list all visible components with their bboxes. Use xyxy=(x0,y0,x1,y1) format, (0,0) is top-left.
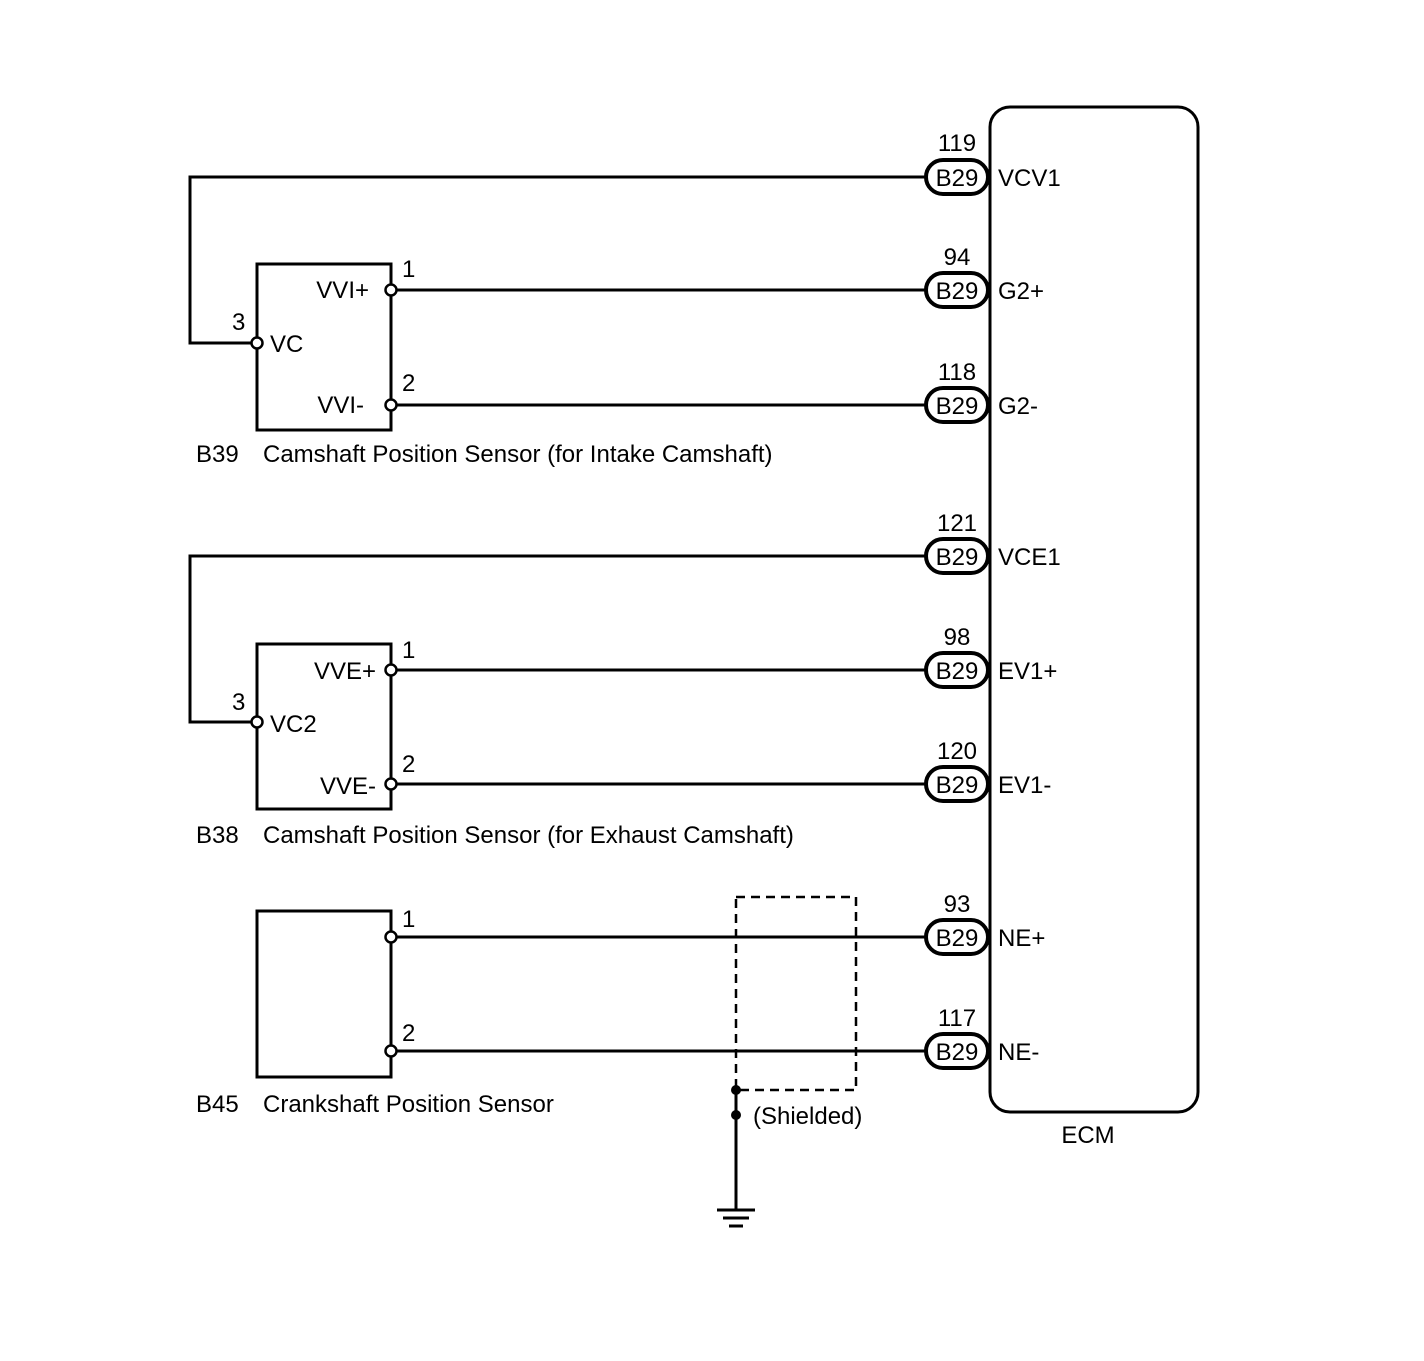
sensor-b39-code: B39 xyxy=(196,441,239,468)
connector-pill xyxy=(924,158,990,196)
sensor-b45-box xyxy=(255,909,393,1079)
shield: (Shielded) xyxy=(717,895,862,1228)
terminal-b38-1 xyxy=(384,663,398,677)
sensor-b39-pin3-label: VC xyxy=(270,331,303,358)
ecm-pin-3: 121 B29 VCE1 xyxy=(924,510,1061,575)
wire-vce1-vc2 xyxy=(188,554,927,724)
ecm-pin-2: 118 B29 G2- xyxy=(924,359,1038,424)
sensor-b45-pin1-number: 1 xyxy=(402,906,415,933)
ecm-signal-name: VCV1 xyxy=(998,165,1061,192)
ecm-signal-name: EV1- xyxy=(998,772,1051,799)
sensor-b38-name: Camshaft Position Sensor (for Exhaust Ca… xyxy=(263,822,794,849)
sensor-b39-pin2-label: VVI- xyxy=(317,392,364,419)
connector-code: B29 xyxy=(936,772,979,799)
connector-pill xyxy=(924,537,990,575)
connector-pill xyxy=(924,386,990,424)
ecm-pin-7: 117 B29 NE- xyxy=(924,1005,1039,1070)
terminal-b38-3 xyxy=(250,715,264,729)
ecm-pin-number: 117 xyxy=(938,1005,976,1032)
terminal-b39-3 xyxy=(250,336,264,350)
ecm-pin-number: 98 xyxy=(944,624,971,651)
ecm-pin-number: 118 xyxy=(938,359,976,386)
sensor-b39: VVI+ VVI- VC 1 2 3 B39 Camshaft Position… xyxy=(196,256,773,468)
connector-code: B29 xyxy=(936,1039,979,1066)
terminal-b39-1 xyxy=(384,283,398,297)
wires xyxy=(188,175,927,1053)
ground-icon xyxy=(717,1208,755,1228)
sensor-b38-pin3-label: VC2 xyxy=(270,711,317,738)
sensor-b39-pin2-number: 2 xyxy=(402,370,415,397)
sensor-b39-pin1-label: VVI+ xyxy=(316,277,369,304)
terminal-b38-2 xyxy=(384,777,398,791)
ecm-pin-1: 94 B29 G2+ xyxy=(924,244,1044,309)
sensor-b38-pin2-number: 2 xyxy=(402,751,415,778)
ecm-pin-4: 98 B29 EV1+ xyxy=(924,624,1057,689)
connector-code: B29 xyxy=(936,165,979,192)
sensor-b38-pin1-number: 1 xyxy=(402,637,415,664)
ecm-box xyxy=(988,105,1200,1114)
sensor-b45-name: Crankshaft Position Sensor xyxy=(263,1091,554,1118)
ecm-pin-number: 120 xyxy=(937,738,977,765)
ecm-pin-6: 93 B29 NE+ xyxy=(924,891,1045,956)
wire-vcv1-vc xyxy=(188,175,927,345)
ecm-signal-name: VCE1 xyxy=(998,544,1061,571)
ecm: ECM xyxy=(988,105,1200,1149)
connector-pill xyxy=(924,765,990,803)
sensor-terminals xyxy=(250,283,398,1058)
ecm-pin-number: 93 xyxy=(944,891,971,918)
sensor-b39-pin3-number: 3 xyxy=(232,309,245,336)
sensor-b38-pin3-number: 3 xyxy=(232,689,245,716)
connector-code: B29 xyxy=(936,278,979,305)
connector-code: B29 xyxy=(936,544,979,571)
connector-code: B29 xyxy=(936,925,979,952)
ecm-pin-5: 120 B29 EV1- xyxy=(924,738,1051,803)
shield-label: (Shielded) xyxy=(753,1103,862,1130)
connector-code: B29 xyxy=(936,658,979,685)
shield-outline xyxy=(734,895,858,1092)
sensor-b38-pin1-label: VVE+ xyxy=(314,658,376,685)
ecm-pin-number: 119 xyxy=(938,130,976,157)
sensor-b39-name: Camshaft Position Sensor (for Intake Cam… xyxy=(263,441,773,468)
terminal-b45-2 xyxy=(384,1044,398,1058)
connector-pill xyxy=(924,651,990,689)
sensor-b38-code: B38 xyxy=(196,822,239,849)
connector-pill xyxy=(924,271,990,309)
ecm-pin-0: 119 B29 VCV1 xyxy=(924,130,1061,196)
ecm-signal-name: NE- xyxy=(998,1039,1039,1066)
terminal-b39-2 xyxy=(384,398,398,412)
ecm-signal-name: G2- xyxy=(998,393,1038,420)
ecm-signal-name: G2+ xyxy=(998,278,1044,305)
ecm-signal-name: NE+ xyxy=(998,925,1045,952)
ecm-signal-name: EV1+ xyxy=(998,658,1057,685)
sensor-b45-pin2-number: 2 xyxy=(402,1020,415,1047)
terminal-b45-1 xyxy=(384,930,398,944)
sensor-b38: VVE+ VVE- VC2 1 2 3 B38 Camshaft Positio… xyxy=(196,637,794,849)
ecm-label: ECM xyxy=(1061,1122,1114,1149)
connector-pill xyxy=(924,1032,990,1070)
ecm-pin-number: 121 xyxy=(937,510,977,537)
connector-code: B29 xyxy=(936,393,979,420)
sensor-b45: 1 2 B45 Crankshaft Position Sensor xyxy=(196,906,554,1118)
ecm-pin-number: 94 xyxy=(944,244,971,271)
sensor-b45-code: B45 xyxy=(196,1091,239,1118)
sensor-b38-pin2-label: VVE- xyxy=(320,773,376,800)
sensor-b39-pin1-number: 1 xyxy=(402,256,415,283)
connector-pill xyxy=(924,918,990,956)
